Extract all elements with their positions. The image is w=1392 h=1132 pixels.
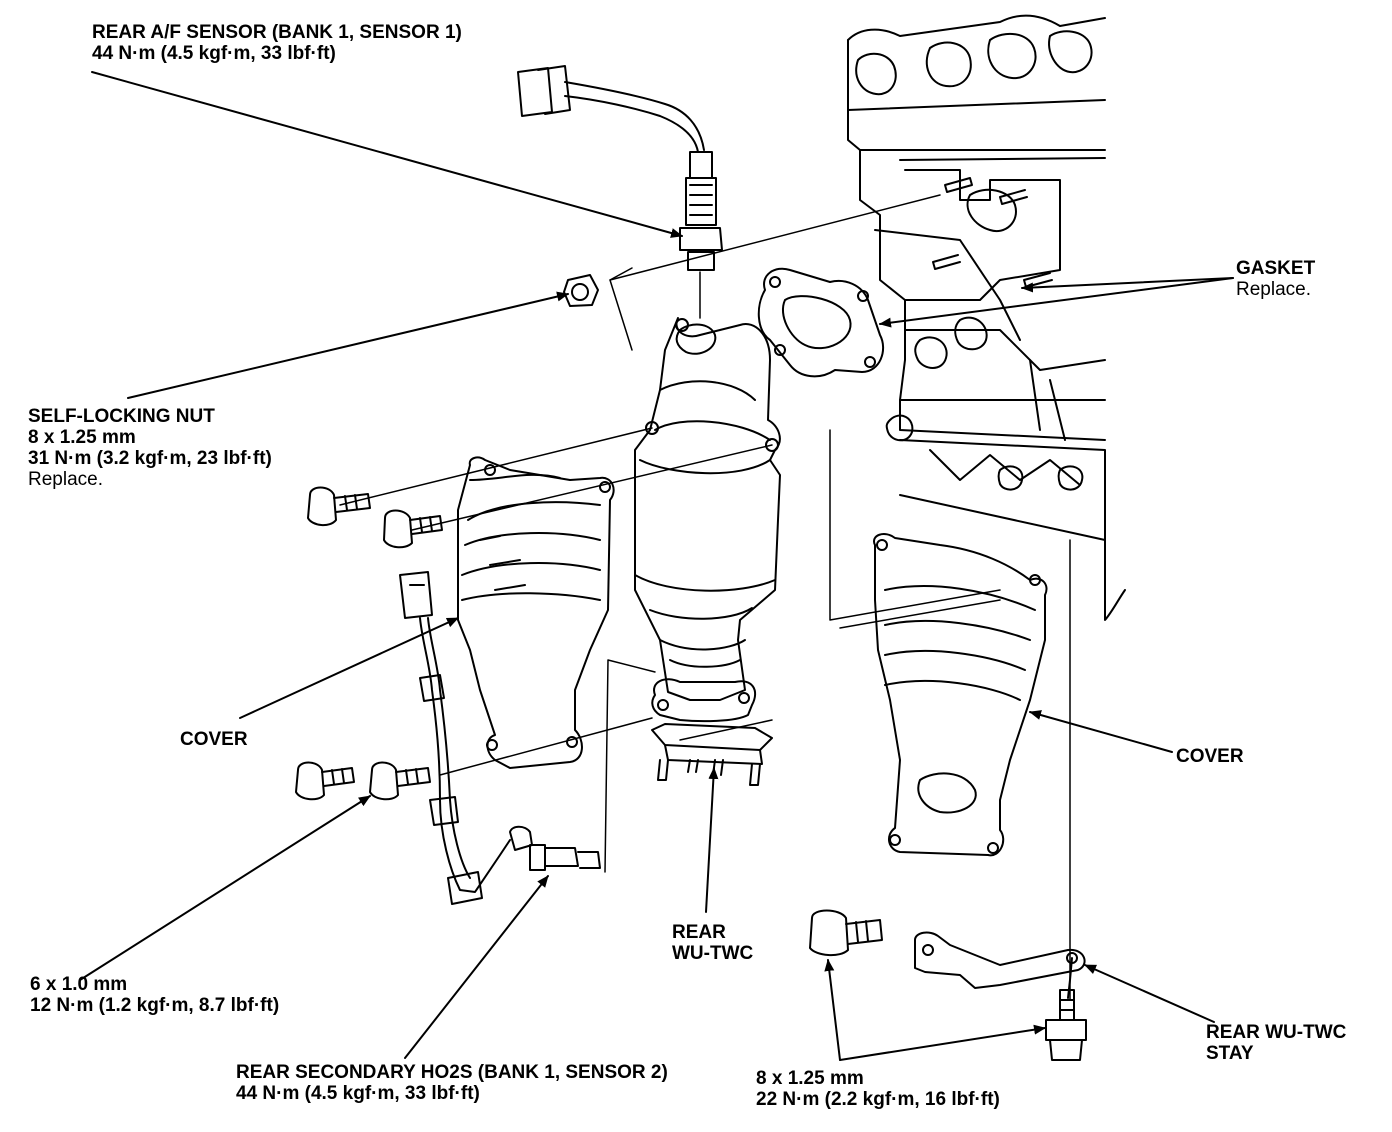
bolt-6x1-torque: 12 N·m (1.2 kgf·m, 8.7 lbf·ft): [30, 995, 280, 1016]
rear-secondary-ho2s-torque: 44 N·m (4.5 kgf·m, 33 lbf·ft): [236, 1083, 480, 1104]
cover-left: [457, 456, 615, 769]
cover-left-title: COVER: [180, 729, 248, 750]
engine-studs: [932, 177, 1053, 288]
bolt-mid-left: [383, 509, 443, 549]
rear-wu-twc-stay-line2: STAY: [1206, 1043, 1254, 1064]
rear-wu-twc-stay-line1: REAR WU-TWC: [1206, 1022, 1347, 1043]
catalytic-converter: [634, 317, 781, 786]
cover-right-title: COVER: [1176, 746, 1244, 767]
bolt-lower-left-a: [295, 761, 355, 801]
self-locking-nut-torque: 31 N·m (3.2 kgf·m, 23 lbf·ft): [28, 448, 272, 469]
label-bolt-6x1: 6 x 1.0 mm 12 N·m (1.2 kgf·m, 8.7 lbf·ft…: [30, 974, 279, 1016]
self-locking-nut: [563, 274, 599, 307]
rear-wu-twc-stay: [914, 931, 1086, 999]
bolt-6x1-size: 6 x 1.0 mm: [30, 974, 128, 995]
bolt-stay-bottom: [1045, 989, 1087, 1061]
rear-wu-twc-line1: REAR: [672, 922, 726, 943]
rear-af-sensor-torque: 44 N·m (4.5 kgf·m, 33 lbf·ft): [92, 43, 336, 64]
cover-right: [873, 533, 1048, 857]
bolt-8x125-torque: 22 N·m (2.2 kgf·m, 16 lbf·ft): [756, 1089, 1000, 1110]
label-cover-left: COVER: [180, 729, 248, 750]
label-bolt-8x125: 8 x 1.25 mm 22 N·m (2.2 kgf·m, 16 lbf·ft…: [756, 1068, 1000, 1110]
leader-lines: [79, 71, 1234, 1061]
bolt-stay-left: [809, 909, 883, 956]
self-locking-nut-note: Replace.: [28, 469, 103, 490]
self-locking-nut-size: 8 x 1.25 mm: [28, 427, 136, 448]
gasket-note: Replace.: [1236, 279, 1311, 300]
label-rear-wu-twc: REAR WU-TWC: [672, 922, 753, 964]
rear-af-sensor: [517, 65, 723, 271]
bolt-upper-left: [307, 486, 371, 526]
rear-wu-twc-line2: WU-TWC: [672, 943, 754, 964]
gasket-title: GASKET: [1236, 258, 1316, 279]
engine-block: [847, 14, 1126, 621]
gasket: [757, 267, 885, 378]
rear-af-sensor-title: REAR A/F SENSOR (BANK 1, SENSOR 1): [92, 22, 462, 43]
label-gasket: GASKET Replace.: [1236, 258, 1315, 300]
label-rear-wu-twc-stay: REAR WU-TWC STAY: [1206, 1022, 1346, 1064]
rear-secondary-ho2s-title: REAR SECONDARY HO2S (BANK 1, SENSOR 2): [236, 1062, 668, 1083]
rear-secondary-ho2s: [399, 571, 601, 905]
label-rear-af-sensor: REAR A/F SENSOR (BANK 1, SENSOR 1) 44 N·…: [92, 22, 462, 64]
bolt-lower-left-b: [369, 761, 431, 801]
label-rear-secondary-ho2s: REAR SECONDARY HO2S (BANK 1, SENSOR 2) 4…: [236, 1062, 668, 1104]
label-self-locking-nut: SELF-LOCKING NUT 8 x 1.25 mm 31 N·m (3.2…: [28, 406, 272, 490]
self-locking-nut-title: SELF-LOCKING NUT: [28, 406, 215, 427]
alignment-lines: [339, 194, 1071, 1001]
bolt-8x125-size: 8 x 1.25 mm: [756, 1068, 864, 1089]
label-cover-right: COVER: [1176, 746, 1244, 767]
